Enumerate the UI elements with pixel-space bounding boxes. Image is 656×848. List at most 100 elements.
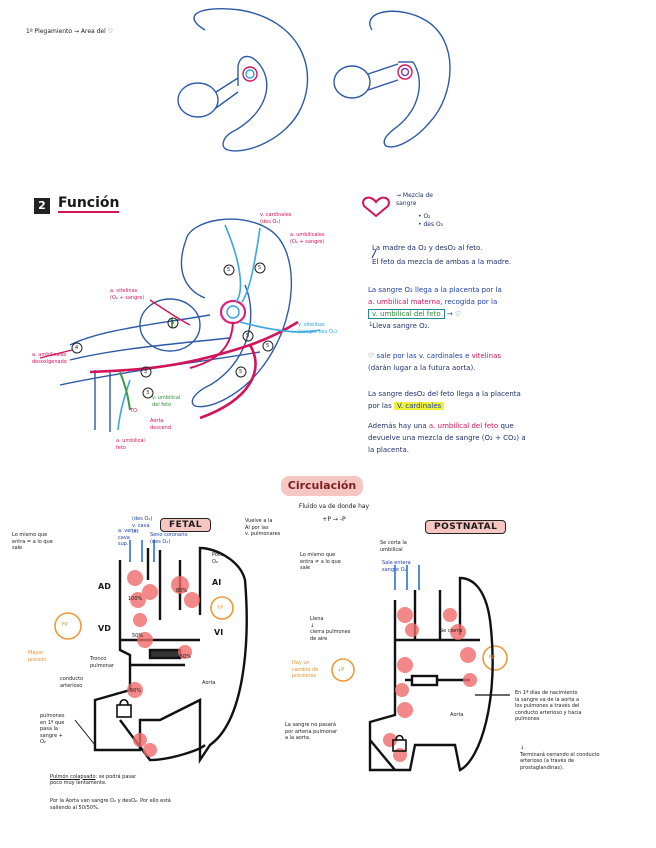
note-p5: La sangre desO₂ del feto llega a la plac…	[368, 388, 638, 412]
note-mezcla-title: → Mezcla de sangre	[396, 192, 434, 207]
fetal-vuelve: Vuelve a la AI por las v. pulmonares	[245, 518, 281, 537]
note-p3c: , recogida por la	[440, 298, 498, 306]
fetal-heart	[93, 546, 248, 764]
fetal-left-top: Lo mismo que entra = a lo que sale	[12, 532, 53, 551]
post-hay-cambio: Hay un cambio de presiones	[292, 660, 319, 679]
post-llena: Llena ↓ cierra pulmones de aire	[310, 616, 351, 642]
fetal-ai: AI	[212, 578, 222, 587]
circle-num-1: 4	[75, 345, 79, 351]
circle-num-3: 5	[258, 265, 262, 271]
fp-circle-post	[482, 645, 508, 671]
post-se-cierra: Se cierra	[440, 628, 463, 634]
note-p5c: V. cardinales	[393, 402, 445, 410]
circulacion-subtitle2: +P → -P	[322, 516, 346, 523]
fetal-up-p: ↑P	[216, 605, 224, 611]
post-lo-mismo: Lo mismo que entra ≠ a lo que sale	[300, 552, 341, 571]
note-p4d: vitelinas	[471, 352, 502, 360]
circulacion-title: Circulación	[287, 479, 357, 492]
note-p4a: sale por las	[376, 352, 417, 360]
fetal-pct3: 50%	[132, 633, 144, 639]
post-top: Se corta la umbilical	[380, 540, 407, 553]
note-p2: El feto da mezcla de ambas a la madre.	[372, 258, 512, 266]
circle-num-9: 3	[146, 390, 150, 396]
note-mezcla-items: • O₂ • des O₂	[418, 213, 444, 228]
funcion-title: Función	[58, 195, 120, 213]
note-p6d: devuelve una mezcla de sangre (O₂ + CO₂)…	[368, 434, 526, 442]
fetal-fp: FP	[62, 622, 68, 628]
lock-icon-post	[392, 734, 407, 752]
note-p6a: Además hay una	[368, 422, 427, 430]
fetal-pulmon-note: Pulmón colapsado: se podrá pasar poco mu…	[50, 767, 230, 787]
note-p4e: (darán lugar a la futura aorta).	[368, 364, 476, 372]
fetal-tag: FETAL	[160, 518, 211, 532]
note-p3d: v. umbilical del feto	[368, 309, 445, 319]
label-a-umbilical-feto: a. umbilical feto	[116, 438, 145, 451]
note-p3b: a. umbilical materna	[368, 298, 441, 306]
embryo-sketch-1	[177, 8, 309, 152]
fetal-arrows	[129, 540, 155, 562]
fetal-mayor-presion: Mayor presión	[28, 650, 47, 663]
label-v-cardinales: v. cardinales (des O₂)	[260, 212, 292, 225]
up-p-circle	[210, 596, 234, 620]
circle-markers	[71, 262, 274, 399]
fetal-blobs	[127, 570, 200, 757]
fp-circle-fetal	[54, 612, 82, 640]
section-number: 2	[34, 198, 50, 214]
label-aorta-desc: Aorta descend.	[150, 418, 173, 431]
note-p6b: a. umbilical del feto	[428, 422, 499, 430]
label-v-umbilical-feto: v. umbilical del feto	[152, 395, 181, 408]
note-p5a: La sangre desO₂ del feto llega a la plac…	[368, 390, 521, 398]
note-p3a: La sangre O₂ llega a la placenta por la	[368, 286, 502, 294]
circle-num-5: 5	[246, 333, 250, 339]
fetal-ad: AD	[98, 582, 111, 591]
fetal-aorta: Aorta	[202, 680, 216, 686]
fetal-poco: Poco O₂	[212, 552, 224, 565]
fetal-vena-cava-inf: (des O₂) v. cava inf.	[132, 516, 153, 535]
note-p4: ♡ sale por las v. cardinales e vitelinas…	[368, 352, 502, 372]
fetal-pulmones: pulmones en 1º que pasa la sangre + O₂	[40, 713, 65, 745]
fetal-tronco: Tronco pulmonar	[90, 656, 114, 669]
postnatal-arrows	[394, 565, 420, 590]
lock-icon-fetal	[116, 698, 132, 718]
postnatal-blobs	[383, 607, 477, 762]
circle-num-2: 5	[227, 267, 231, 273]
fetal-vi: VI	[214, 628, 224, 637]
label-a-umbilicales-top: a. umbilicales (O₂ + sangre)	[290, 232, 325, 245]
note-p3: La sangre O₂ llega a la placenta por la …	[368, 286, 502, 330]
fetal-pct4: 50%	[180, 654, 192, 660]
fetal-pct2: 80%	[176, 588, 188, 594]
label-a-umbilicales-left: a. umbilicales desoxigenado	[32, 352, 67, 365]
circle-num-6: 5	[266, 343, 270, 349]
embryo-sketch-2	[333, 10, 451, 148]
post-en-first: En 1ª días de nacimiento la sangre va de…	[515, 690, 582, 722]
post-terminara: ↓ Terminará cerrando el conducto arterio…	[520, 745, 600, 771]
note-p6c: que	[500, 422, 514, 430]
note-p6e: la placenta.	[368, 446, 409, 454]
note-p4c: e	[465, 352, 470, 360]
label-to: TO.	[130, 408, 139, 414]
circle-num-7: 3	[144, 369, 148, 375]
post-top2: Sale entera sangre O₂	[382, 560, 411, 573]
circle-num-4: 5	[171, 320, 175, 326]
circulacion-pill-bg	[281, 476, 363, 496]
post-down-p: ↓P	[337, 667, 345, 673]
fetal-vena-cava-sup: a. vena cava sup.	[118, 528, 137, 547]
postnatal-tag: POSTNATAL	[425, 520, 507, 534]
note-p4b: v. cardinales	[418, 352, 463, 360]
top-caption: 1º Plegamiento → Area del ♡	[26, 28, 114, 35]
fetal-pct1: 100%	[128, 596, 143, 602]
note-p3e: Lleva sangre O₂.	[372, 322, 430, 330]
circulacion-subtitle: Fluido va de donde hay	[298, 503, 370, 510]
fetal-pct5: 50%	[130, 688, 142, 694]
post-aorta: Aorta	[450, 712, 464, 718]
fetal-conducto: conducto arterioso	[60, 676, 84, 689]
fetal-seno-coronario: Seno coronario (des O₂)	[150, 532, 188, 545]
fetal-vd: VD	[98, 624, 111, 633]
down-p-circle	[331, 658, 355, 682]
label-a-vitelinas: a. vitelinas (O₂ + sangre)	[110, 288, 145, 301]
post-fp: FP	[489, 655, 495, 661]
note-p6: Además hay una a. umbilical del feto que…	[368, 420, 638, 456]
note-p5b: por las	[368, 402, 392, 410]
post-la-sangre: La sangre no pasará por arteria pulmonar…	[285, 722, 338, 741]
